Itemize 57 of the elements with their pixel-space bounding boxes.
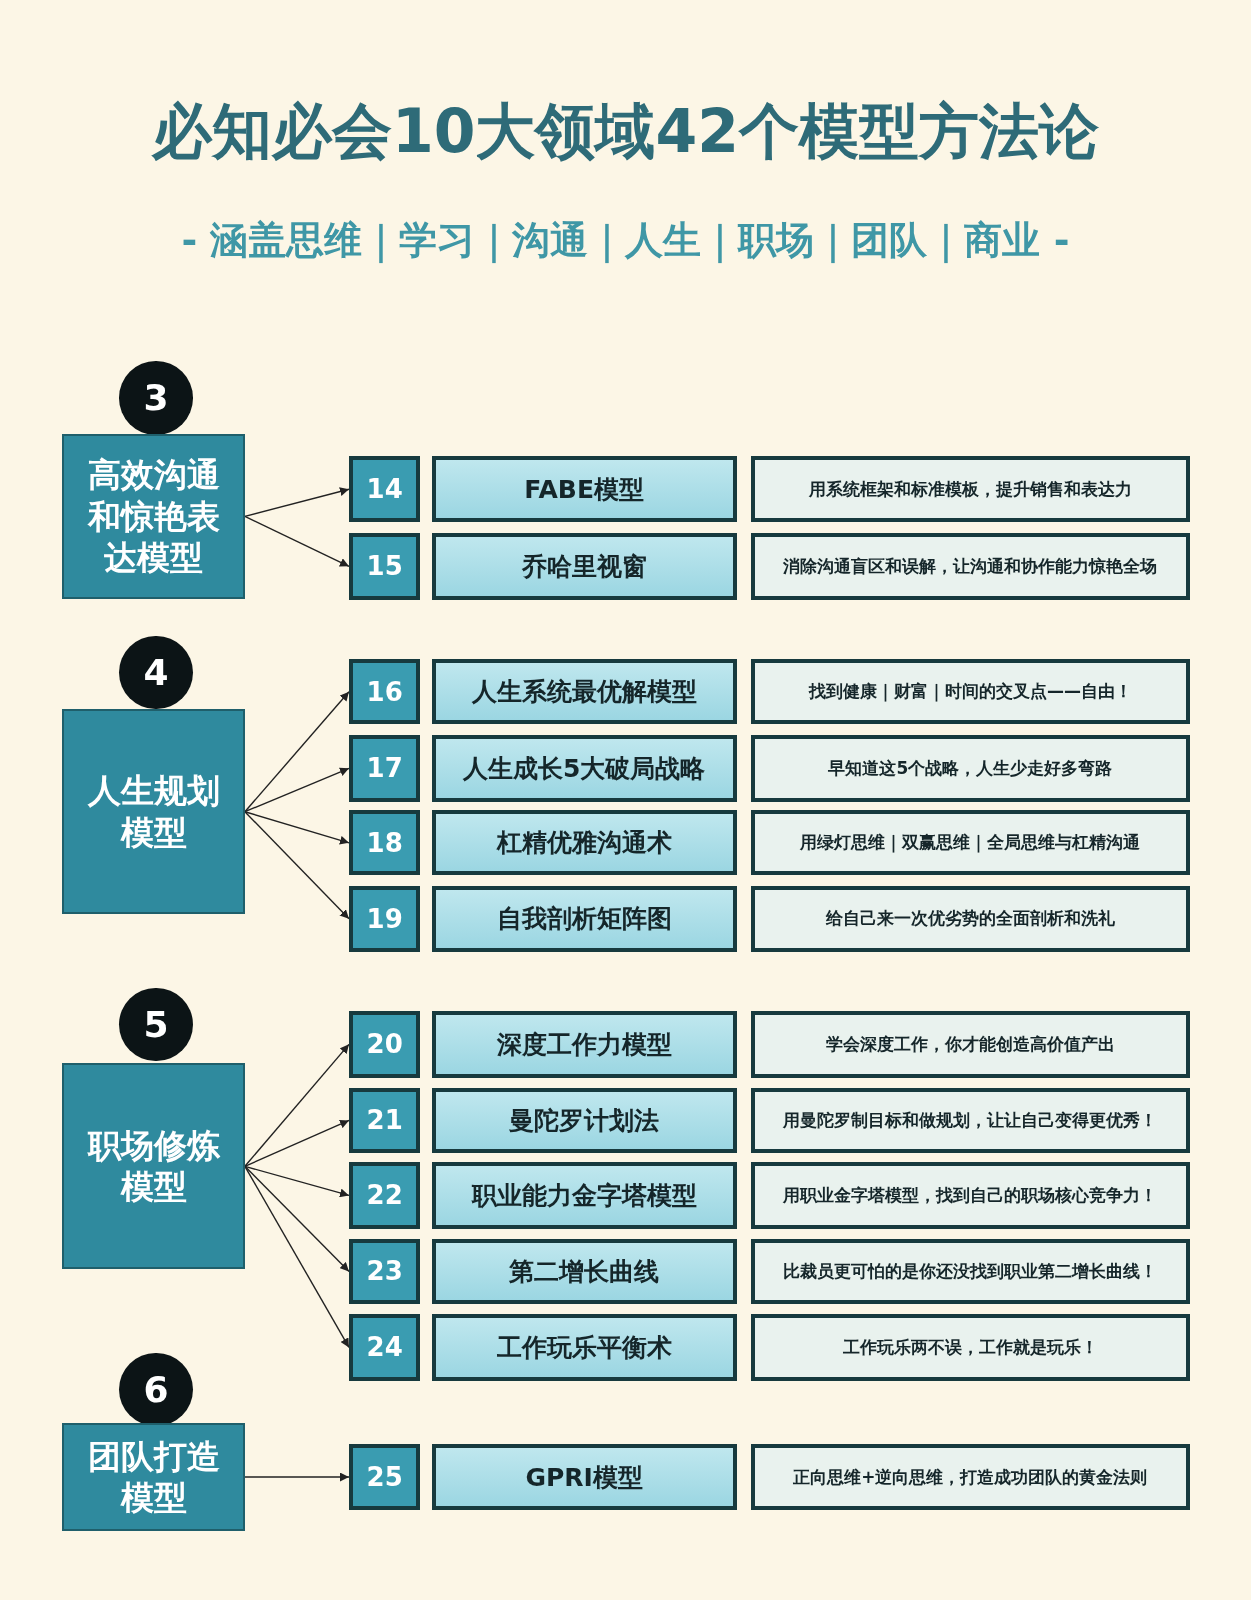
description-box: 用职业金字塔模型，找到自己的职场核心竞争力！ [751,1162,1190,1229]
arrow [244,1119,350,1167]
description-box: 用系统框架和标准模板，提升销售和表达力 [751,456,1190,523]
number-circle: 5 [119,987,193,1062]
number-box: 24 [348,1314,421,1381]
arrow [244,767,350,813]
arrow [244,1043,350,1167]
number-circle: 4 [119,635,193,710]
arrow [244,487,350,518]
model-box: 杠精优雅沟通术 [431,810,737,876]
model-box: GPRI模型 [431,1443,737,1511]
description-box: 工作玩乐两不误，工作就是玩乐！ [751,1314,1190,1381]
number-box: 25 [348,1443,421,1511]
arrow [244,1165,350,1198]
model-box: 第二增长曲线 [431,1238,737,1305]
category-box: 团队打造模型 [62,1423,245,1531]
model-box: 自我剖析矩阵图 [431,885,737,952]
description-box: 比裁员更可怕的是你还没找到职业第二增长曲线！ [751,1238,1190,1305]
number-box: 17 [348,734,421,802]
number-box: 22 [348,1162,421,1229]
description-box: 找到健康｜财富｜时间的交叉点——自由！ [751,659,1190,725]
description-box: 学会深度工作，你才能创造高价值产出 [751,1011,1190,1078]
number-box: 21 [348,1087,421,1154]
arrow [244,515,350,568]
number-circle: 3 [119,361,193,435]
description-box: 早知道这5个战略，人生少走好多弯路 [751,734,1190,802]
arrow [244,1165,350,1349]
arrow [244,691,350,813]
description-box: 用曼陀罗制目标和做规划，让让自己变得更优秀！ [751,1087,1190,1154]
model-box: 职业能力金字塔模型 [431,1162,737,1229]
model-box: 工作玩乐平衡术 [431,1314,737,1381]
category-box: 高效沟通和惊艳表达模型 [62,433,245,599]
model-box: FABE模型 [431,456,737,523]
arrow [244,1472,350,1482]
number-box: 15 [348,532,421,600]
model-box: 人生成长5大破局战略 [431,734,737,802]
arrow [244,811,350,845]
arrow [244,811,350,920]
model-box: 曼陀罗计划法 [431,1087,737,1154]
category-box: 职场修炼模型 [62,1063,245,1270]
title: 必知必会10大领域42个模型方法论 [150,95,1100,167]
subtitle: - 涵盖思维｜学习｜沟通｜人生｜职场｜团队｜商业 - [180,218,1071,264]
model-box: 人生系统最优解模型 [431,659,737,725]
description-box: 正向思维+逆向思维，打造成功团队的黄金法则 [751,1443,1190,1511]
description-box: 给自己来一次优劣势的全面剖析和洗礼 [751,885,1190,952]
description-box: 消除沟通盲区和误解，让沟通和协作能力惊艳全场 [751,532,1190,600]
arrow [244,1165,350,1273]
number-box: 19 [348,885,421,952]
description-box: 用绿灯思维｜双赢思维｜全局思维与杠精沟通 [751,810,1190,876]
number-box: 20 [348,1011,421,1078]
number-box: 14 [348,456,421,523]
number-box: 23 [348,1238,421,1305]
number-box: 16 [348,659,421,725]
number-box: 18 [348,810,421,876]
category-box: 人生规划模型 [62,709,245,915]
model-box: 乔哈里视窗 [431,532,737,600]
model-box: 深度工作力模型 [431,1011,737,1078]
